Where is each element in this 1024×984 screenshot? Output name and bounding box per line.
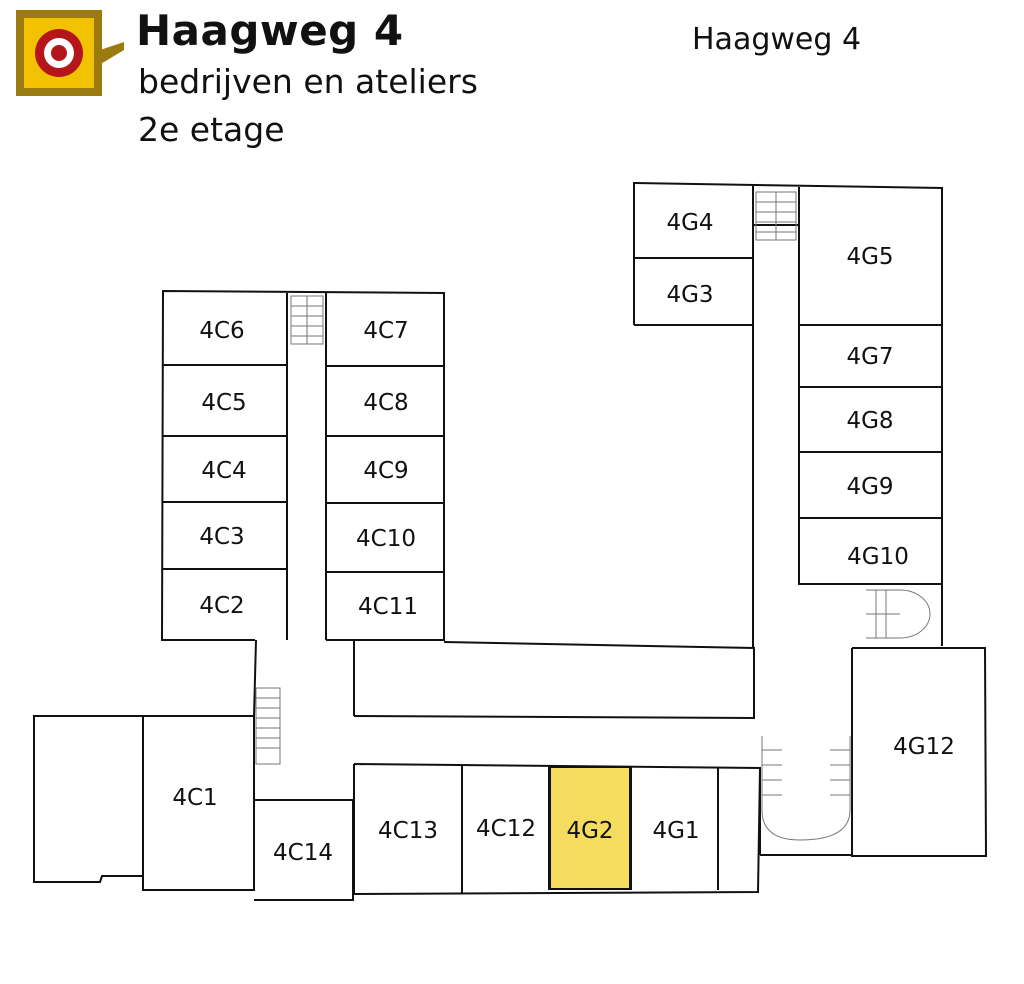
staircase-icon <box>290 295 324 345</box>
room-label-4c12[interactable]: 4C12 <box>476 816 536 842</box>
room-label-4g4[interactable]: 4G4 <box>666 210 713 236</box>
room-label-4c9[interactable]: 4C9 <box>363 458 408 484</box>
room-label-4g10[interactable]: 4G10 <box>847 544 909 570</box>
page-subtitle: bedrijven en ateliers <box>138 62 478 101</box>
room-label-4g12[interactable]: 4G12 <box>893 734 955 760</box>
room-label-4c6[interactable]: 4C6 <box>199 318 244 344</box>
page-title: Haagweg 4 <box>136 6 404 55</box>
staircase-icon <box>866 589 931 639</box>
room-label-4c2[interactable]: 4C2 <box>199 593 244 619</box>
room-label-4g3[interactable]: 4G3 <box>666 282 713 308</box>
room-label-4g8[interactable]: 4G8 <box>846 408 893 434</box>
room-label-4g2[interactable]: 4G2 <box>566 818 613 844</box>
staircase-icon <box>255 687 281 765</box>
logo-icon <box>16 10 124 96</box>
room-label-4c10[interactable]: 4C10 <box>356 526 416 552</box>
room-label-4g5[interactable]: 4G5 <box>846 244 893 270</box>
room-label-4g1[interactable]: 4G1 <box>652 818 699 844</box>
building-label: Haagweg 4 <box>692 22 862 57</box>
highlighted-room <box>549 766 631 890</box>
room-label-4g9[interactable]: 4G9 <box>846 474 893 500</box>
room-label-4g7[interactable]: 4G7 <box>846 344 893 370</box>
staircase-icon <box>755 191 797 241</box>
room-label-4c3[interactable]: 4C3 <box>199 524 244 550</box>
room-label-4c5[interactable]: 4C5 <box>201 390 246 416</box>
staircase-icon <box>761 736 851 841</box>
room-label-4c13[interactable]: 4C13 <box>378 818 438 844</box>
room-label-4c11[interactable]: 4C11 <box>358 594 418 620</box>
room-label-4c8[interactable]: 4C8 <box>363 390 408 416</box>
room-label-4c4[interactable]: 4C4 <box>201 458 246 484</box>
floor-label: 2e etage <box>138 110 285 149</box>
room-label-4c7[interactable]: 4C7 <box>363 318 408 344</box>
room-label-4c1[interactable]: 4C1 <box>172 785 217 811</box>
room-label-4c14[interactable]: 4C14 <box>273 840 333 866</box>
